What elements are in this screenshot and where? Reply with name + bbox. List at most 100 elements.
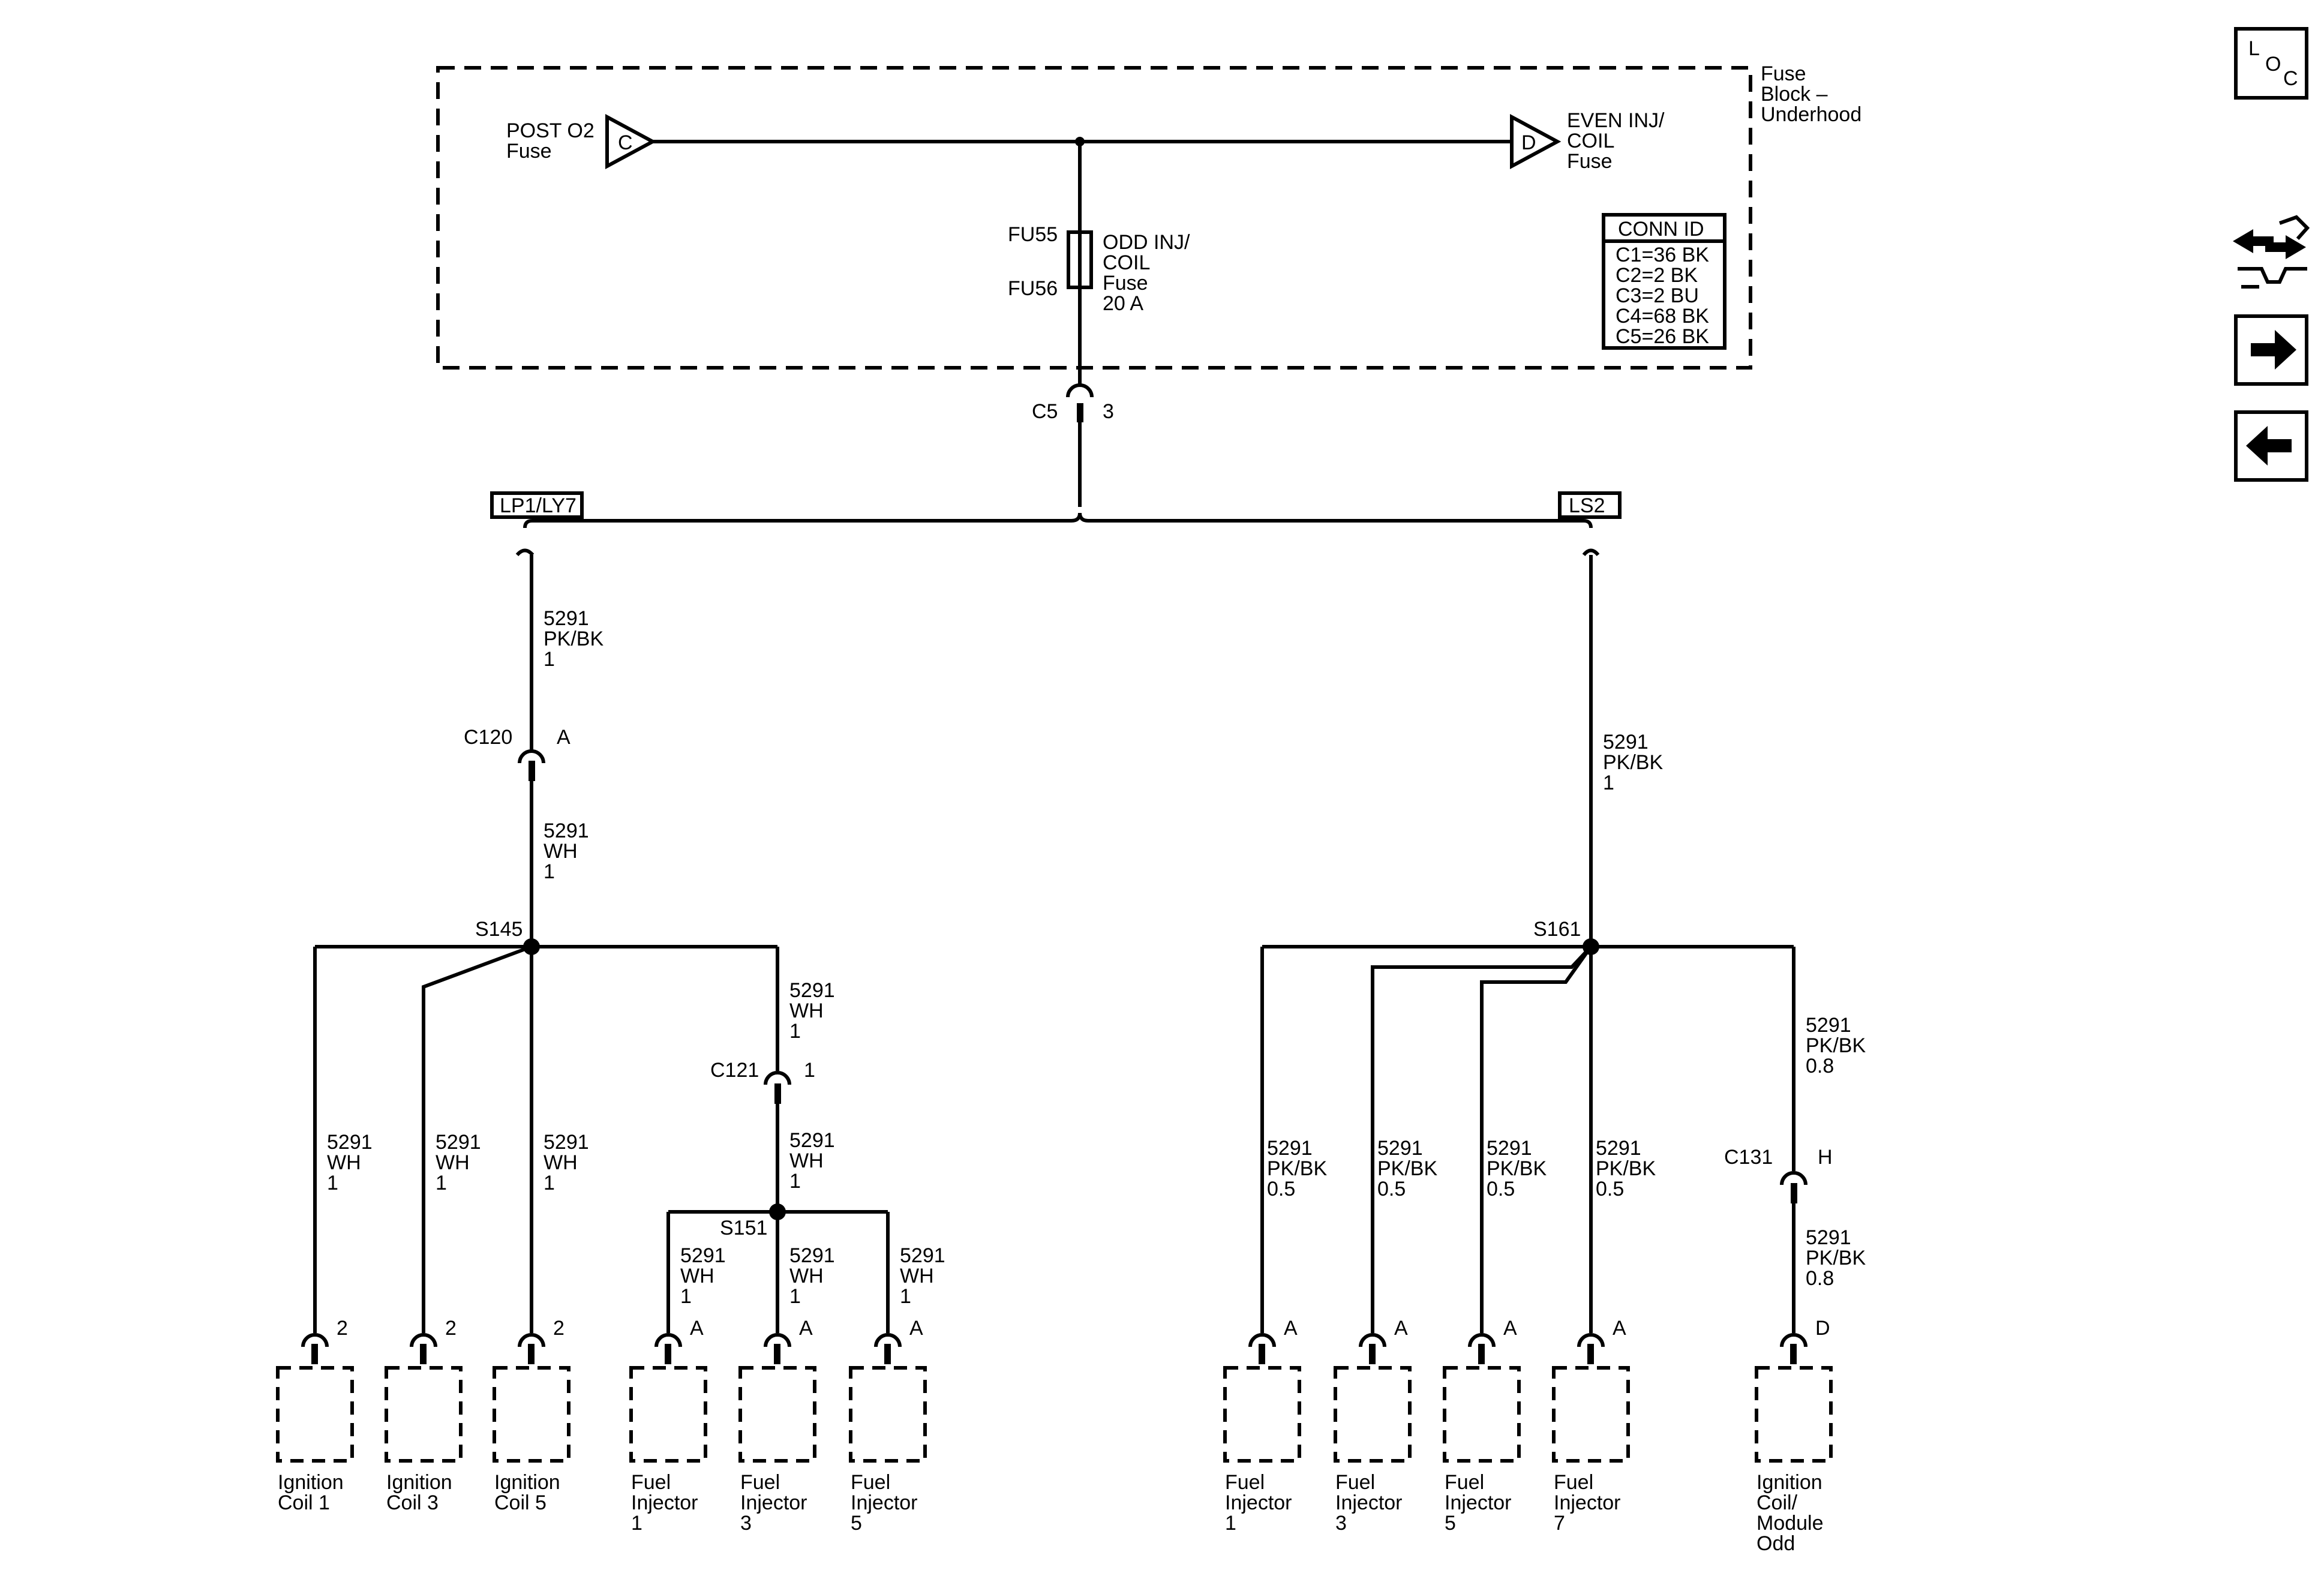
component-label-line-1: Fuel — [1445, 1471, 1484, 1494]
c131-out-wire-circuit: 5291 — [1806, 1226, 1851, 1249]
component-connector-cup — [764, 1333, 791, 1347]
option-bracket: LP1/LY7 LS2 — [490, 491, 1622, 557]
component-connector-cup — [301, 1333, 329, 1347]
post-o2-label-line-1: POST O2 — [506, 119, 594, 142]
component-connector-pin — [1259, 1344, 1265, 1364]
component-wire-circuit: 5291 — [1377, 1137, 1423, 1160]
c120-female-cup — [518, 749, 545, 764]
component-wire-size: 0.5 — [1596, 1178, 1624, 1200]
component-label-line-3: 1 — [631, 1512, 642, 1535]
component-connector-pin — [1790, 1344, 1797, 1364]
component-ignition-coil-5: 5291 WH 1 2 Ignition Coil 5 — [493, 1131, 589, 1514]
fuse-block-title-line-1: Fuse — [1761, 62, 1806, 85]
c120-out-wire-size: 1 — [544, 860, 555, 883]
previous-page-button[interactable] — [2234, 410, 2308, 482]
loc-letter-l: L — [2248, 37, 2260, 60]
left-branch: 5291 PK/BK 1 C120 A 5291 WH 1 S145 5291 … — [313, 555, 890, 1333]
c120-pin: A — [557, 726, 571, 749]
component-pin-label: A — [1284, 1317, 1298, 1340]
component-connector-cup — [1577, 1333, 1605, 1347]
component-body — [385, 1366, 463, 1463]
c131-out-wire-size: 0.8 — [1806, 1267, 1834, 1290]
option-label-lp1-ly7: LP1/LY7 — [500, 494, 577, 517]
component-body — [1443, 1366, 1521, 1463]
c131-connector-name: C131 — [1724, 1146, 1773, 1169]
splice-s151-label: S151 — [720, 1217, 767, 1239]
loc-button[interactable]: L O C — [2234, 27, 2308, 100]
even-inj-coil-fuse-terminal — [1510, 113, 1562, 170]
left-trunk-wire-size: 1 — [544, 648, 555, 671]
component-connector-pin — [528, 1344, 535, 1364]
component-label-line-1: Fuel — [631, 1471, 671, 1494]
component-connector-pin — [1369, 1344, 1376, 1364]
c131-in-wire-color: PK/BK — [1806, 1034, 1866, 1057]
component-connector-cup — [518, 1333, 545, 1347]
component-wire-size: 0.5 — [1487, 1178, 1515, 1200]
component-wire-circuit: 5291 — [900, 1244, 945, 1267]
component-label-line-4: Odd — [1756, 1532, 1795, 1555]
component-wire-color: WH — [544, 1151, 578, 1174]
component-label-line-2: Coil 5 — [494, 1491, 547, 1514]
component-wire-color: PK/BK — [1267, 1157, 1327, 1180]
component-wire-color: WH — [436, 1151, 470, 1174]
c121-male-pin — [774, 1083, 781, 1104]
component-wire-size: 1 — [544, 1172, 555, 1194]
c121-female-cup — [764, 1071, 791, 1085]
fuse-label-line-3: Fuse — [1103, 272, 1148, 295]
option-tag-lp1-ly7 — [490, 491, 584, 519]
component-body — [1755, 1366, 1833, 1463]
fuse-label-line-1: ODD INJ/ — [1103, 231, 1190, 254]
component-label-line-1: Ignition — [386, 1471, 452, 1494]
c131-male-pin — [1791, 1183, 1797, 1203]
component-body — [629, 1366, 707, 1463]
option-bracket-left — [523, 512, 1082, 529]
c121-connector-name: C121 — [710, 1059, 759, 1082]
component-connector-cup — [1468, 1333, 1496, 1347]
left-trunk-wire-circuit: 5291 — [544, 607, 589, 630]
conn-id-row: C2=2 BK — [1616, 264, 1698, 287]
component-label-line-1: Fuel — [851, 1471, 890, 1494]
connector-pinout-button[interactable] — [2233, 215, 2310, 289]
even-inj-label-line-3: Fuse — [1567, 150, 1613, 173]
component-wire-size: 1 — [900, 1285, 911, 1308]
component-wire-color: WH — [680, 1265, 714, 1287]
component-connector-pin — [420, 1344, 427, 1364]
c131-in-wire-circuit: 5291 — [1806, 1014, 1851, 1037]
component-label-line-1: Ignition — [1756, 1471, 1822, 1494]
component-connector-pin — [311, 1344, 318, 1364]
even-inj-label-line-1: EVEN INJ/ — [1567, 109, 1665, 132]
component-fuel-injector-3: 5291 WH 1 A Fuel Injector 3 — [738, 1244, 835, 1535]
component-label-line-1: Fuel — [1335, 1471, 1375, 1494]
component-connector-cup — [1780, 1333, 1807, 1347]
component-pin-label: A — [799, 1317, 813, 1340]
component-wire-size: 1 — [436, 1172, 447, 1194]
component-wire-color: WH — [789, 1265, 824, 1287]
post-o2-label-line-2: Fuse — [506, 140, 552, 163]
next-page-button[interactable] — [2234, 314, 2308, 386]
right-trunk-wire-color: PK/BK — [1603, 751, 1663, 774]
c121-out-wire-size: 1 — [789, 1170, 801, 1193]
left-break-mark — [515, 548, 535, 557]
component-pin-label: D — [1815, 1317, 1830, 1340]
c131-female-cup — [1780, 1171, 1807, 1185]
conn-id-row: C1=36 BK — [1616, 244, 1709, 266]
fuse-block-title-line-2: Block – — [1761, 83, 1828, 106]
right-break-mark — [1582, 548, 1600, 556]
c5-female-cup — [1066, 383, 1094, 398]
component-label-line-2: Injector — [851, 1491, 918, 1514]
component-label-line-2: Injector — [1445, 1491, 1512, 1514]
previous-page-arrow-icon — [2246, 426, 2292, 466]
even-inj-terminal-letter: D — [1521, 131, 1536, 154]
connector-c5: C5 3 — [1032, 383, 1114, 507]
c121-pin: 1 — [804, 1059, 815, 1082]
loc-letter-o: O — [2265, 53, 2281, 76]
component-body — [1334, 1366, 1412, 1463]
c5-pin-number: 3 — [1103, 400, 1114, 423]
component-wire-size: 0.5 — [1267, 1178, 1295, 1200]
component-ignition-coil-module-odd: D Ignition Coil/ Module Odd — [1755, 1317, 1833, 1555]
wire-to-fuel-injector-5-ls2 — [1480, 945, 1593, 1333]
component-connector-cup — [654, 1333, 682, 1347]
post-o2-fuse-terminal — [605, 113, 657, 170]
splice-s145-label: S145 — [475, 918, 523, 941]
component-connector-cup — [410, 1333, 437, 1347]
